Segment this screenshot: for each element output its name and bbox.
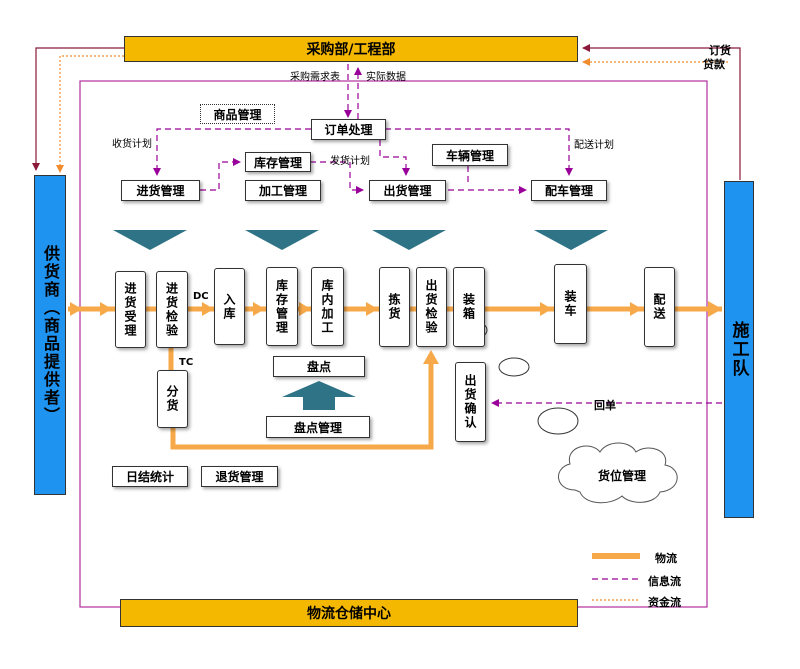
inventory-mgmt-box: 库存管理 <box>245 152 311 172</box>
supplier-bar: 供货商（商品提供者） <box>34 175 66 495</box>
legend-info-flow: 信息流 <box>648 575 681 588</box>
step-delivery: 配送 <box>644 267 675 347</box>
step-inspection: 进货检验 <box>156 271 188 348</box>
outbound-mgmt-box: 出货管理 <box>369 180 446 201</box>
step-storage-mgmt: 库存管理 <box>266 267 298 346</box>
step-loading: 装车 <box>554 264 587 344</box>
label-order-goods: 订货 <box>709 44 731 57</box>
goods-mgmt-box: 商品管理 <box>200 104 275 124</box>
construction-crew-bar: 施工队 <box>724 181 754 518</box>
crew-order-line <box>582 44 741 180</box>
label-tc: TC <box>179 357 194 368</box>
logistics-center-bar: 物流仓储中心 <box>120 599 578 627</box>
order-processing-box: 订单处理 <box>311 119 386 140</box>
returns-mgmt-box: 退货管理 <box>201 466 278 487</box>
step-outbound-inspection: 出货检验 <box>416 267 447 347</box>
vehicle-mgmt-box: 车辆管理 <box>432 144 508 166</box>
step-receiving: 进货受理 <box>115 271 146 348</box>
location-cloud <box>558 442 678 504</box>
teal-down-arrows <box>113 230 608 250</box>
payment-to-supplier-line <box>56 55 124 173</box>
inbound-mgmt-box: 进货管理 <box>121 180 200 201</box>
stocktake-up-arrow <box>282 381 356 410</box>
purchase-dept-bar: 采购部/工程部 <box>124 36 578 62</box>
legend-fund-flow: 资金流 <box>648 596 681 609</box>
stocktake-box: 盘点 <box>273 356 365 377</box>
step-outbound-confirm: 出货确认 <box>455 362 486 442</box>
daily-stats-box: 日结统计 <box>112 466 188 487</box>
step-picking: 拣货 <box>379 267 410 347</box>
purchase-to-supplier-line <box>32 47 124 171</box>
step-in-store-processing: 库内加工 <box>311 267 344 346</box>
step-packing: 装箱 <box>453 267 485 347</box>
label-delivery-plan: 配送计划 <box>574 140 614 151</box>
label-ship-plan: 发货计划 <box>330 156 370 167</box>
step-storing: 入库 <box>214 268 245 345</box>
label-actual-data: 实际数据 <box>366 72 406 83</box>
processing-mgmt-box: 加工管理 <box>245 180 321 201</box>
label-receive-plan: 收货计划 <box>112 139 152 150</box>
location-mgmt-label: 货位管理 <box>598 469 647 483</box>
legend-logistics: 物流 <box>655 552 677 565</box>
step-sorting: 分货 <box>157 370 188 428</box>
dispatch-mgmt-box: 配车管理 <box>531 180 607 201</box>
label-return-receipt: 回单 <box>594 399 616 412</box>
label-payment: 贷款 <box>703 58 725 71</box>
label-purchase-request: 采购需求表 <box>290 72 340 83</box>
stocktake-mgmt-box: 盘点管理 <box>266 416 370 438</box>
label-dc: DC <box>193 291 209 302</box>
